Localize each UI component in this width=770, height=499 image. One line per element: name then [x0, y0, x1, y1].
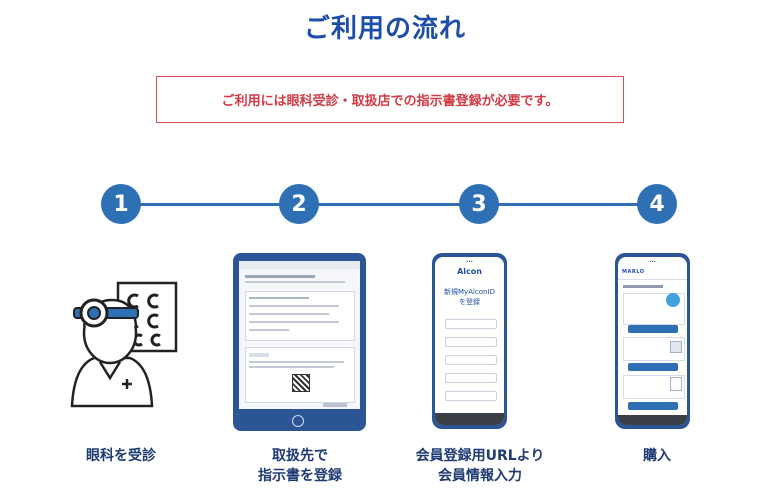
step-2-label: 取扱先で 指示書を登録: [220, 446, 380, 486]
registration-phone-screen: ••• Alcon 新規MyAlconID を登録: [435, 257, 504, 425]
form-field: [445, 337, 497, 347]
registration-heading-line2: を登録: [435, 297, 504, 307]
step-4-badge: 4: [637, 184, 677, 224]
form-field: [445, 373, 497, 383]
requirement-notice-text: ご利用には眼科受診・取扱店での指示書登録が必要です。: [222, 90, 559, 109]
marlo-logo: MARLO: [622, 269, 644, 275]
step-3-label-line1: 会員登録用URLより: [400, 446, 560, 466]
form-field: [445, 319, 497, 329]
tablet-home-button: [292, 415, 304, 427]
page-title: ご利用の流れ: [0, 8, 770, 45]
form-field: [445, 355, 497, 365]
tablet-screen: [239, 261, 360, 409]
step-4-label-line1: 購入: [577, 446, 737, 466]
eye-exam-icon: [60, 278, 180, 408]
step-4-label: 購入: [577, 446, 737, 466]
registration-heading-line1: 新規MyAlconID: [435, 287, 504, 297]
purchase-phone-screen: ••• MARLO: [618, 257, 687, 425]
tablet-device-icon: [233, 253, 366, 431]
purchase-option-button: [628, 325, 678, 333]
step-1-badge: 1: [101, 184, 141, 224]
purchase-option-button: [628, 402, 678, 410]
phone-device-icon: ••• MARLO: [615, 253, 690, 429]
qr-code-icon: [292, 374, 310, 392]
purchase-option-button: [628, 363, 678, 371]
step-2-label-line1: 取扱先で: [220, 446, 380, 466]
form-field: [445, 391, 497, 401]
step-1-label-line1: 眼科を受診: [41, 446, 201, 466]
phone-device-icon: ••• Alcon 新規MyAlconID を登録: [432, 253, 507, 429]
step-3-badge: 3: [459, 184, 499, 224]
steps-connector-line: [121, 203, 659, 206]
step-3-label: 会員登録用URLより 会員情報入力: [400, 446, 560, 486]
requirement-notice: ご利用には眼科受診・取扱店での指示書登録が必要です。: [156, 76, 624, 123]
alcon-logo: Alcon: [435, 267, 504, 276]
step-2-badge: 2: [279, 184, 319, 224]
step-1-label: 眼科を受診: [41, 446, 201, 466]
step-2-label-line2: 指示書を登録: [220, 466, 380, 486]
step-3-label-line2: 会員情報入力: [400, 466, 560, 486]
